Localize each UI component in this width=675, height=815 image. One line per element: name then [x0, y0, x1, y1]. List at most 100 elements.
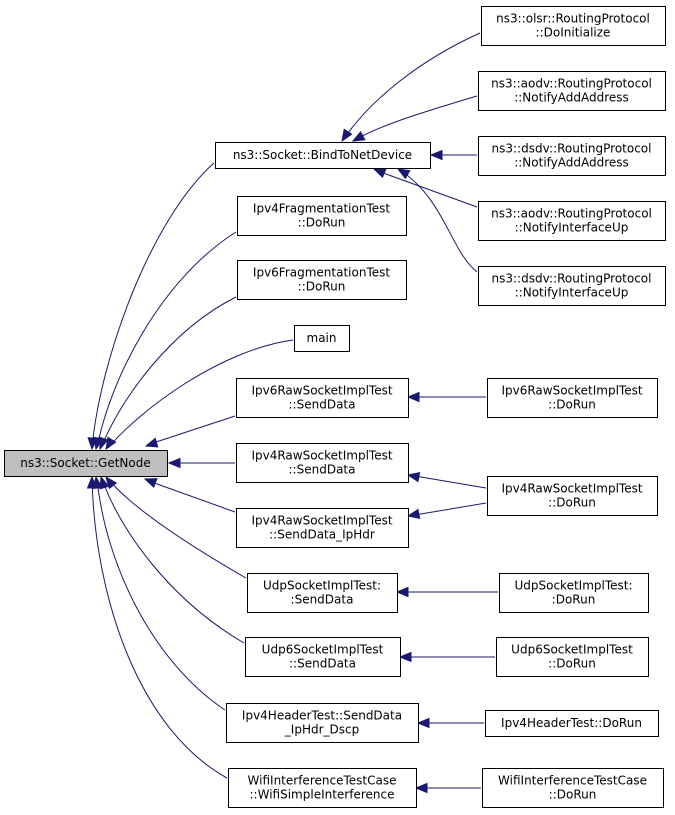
node-label: ::DoRun [549, 788, 597, 802]
node-label: ::SendData [289, 398, 356, 412]
node-ipv6raw_run[interactable]: Ipv6RawSocketImplTest::DoRun [487, 378, 658, 418]
edge-line [107, 339, 294, 449]
node-label: ::DoInitialize [536, 26, 611, 40]
edge-ipv6raw_send-to-getnode [144, 415, 236, 448]
edge-dsdv_addaddr-to-bind [429, 149, 477, 161]
edge-line [354, 95, 478, 141]
edge-dsdv_ifup-to-bind [396, 168, 478, 273]
node-label: Ipv6RawSocketImplTest [501, 384, 642, 398]
node-box [485, 710, 659, 737]
edge-udp_run-to-udp_send [395, 586, 498, 598]
node-label: ::SendData_IpHdr [269, 528, 375, 542]
edge-main-to-getnode [105, 339, 294, 451]
edge-olsr_init-to-bind [341, 32, 481, 143]
node-label: ::DoRun [548, 496, 596, 510]
node-ipv4hdr_run[interactable]: Ipv4HeaderTest::DoRun [485, 710, 659, 737]
node-box [499, 573, 649, 613]
node-label: ::NotifyAddAddress [514, 156, 629, 170]
node-label: ::NotifyAddAddress [514, 91, 629, 105]
node-bind[interactable]: ns3::Socket::BindToNetDevice [215, 142, 431, 169]
node-box [487, 476, 658, 516]
node-label: ::DoRun [298, 216, 346, 230]
node-main[interactable]: main [294, 325, 350, 352]
node-box [478, 201, 666, 241]
node-box [478, 71, 666, 111]
node-box [496, 637, 649, 677]
node-label: Ipv4RawSocketImplTest [501, 482, 642, 496]
node-label: ns3::olsr::RoutingProtocol [496, 12, 650, 26]
node-label: ns3::Socket::GetNode [20, 456, 151, 470]
edge-aodv_addaddr-to-bind [351, 95, 478, 142]
edge-line [408, 474, 487, 489]
node-ipv4hdr_send[interactable]: Ipv4HeaderTest::SendData_IpHdr_Dscp [226, 703, 419, 743]
node-wifi_simple[interactable]: WifiInterferenceTestCase::WifiSimpleInte… [228, 768, 417, 808]
node-label: ::WifiSimpleInterference [250, 788, 395, 802]
node-box [228, 768, 417, 808]
edge-aodv_ifup-to-bind [372, 168, 478, 208]
node-olsr_init[interactable]: ns3::olsr::RoutingProtocol::DoInitialize [481, 6, 666, 46]
node-box [237, 196, 407, 236]
edge-line [399, 169, 478, 273]
node-label: Ipv4HeaderTest::DoRun [501, 716, 642, 730]
arrowhead-icon [406, 508, 421, 520]
node-ipv4raw_sendhdr[interactable]: Ipv4RawSocketImplTest::SendData_IpHdr [236, 508, 409, 548]
node-ipv6raw_send[interactable]: Ipv6RawSocketImplTest::SendData [236, 378, 409, 418]
node-label: ::DoRun [548, 398, 596, 412]
node-box [236, 378, 409, 418]
arrowhead-icon [398, 651, 412, 663]
node-box [481, 6, 666, 46]
nodes-layer: ns3::Socket::GetNode ns3::Socket::BindToN… [4, 6, 666, 808]
edge-ipv4raw_run-to-ipv4raw_send [406, 471, 487, 489]
node-box [294, 325, 350, 352]
arrowhead-icon [167, 457, 181, 469]
node-label: Ipv6FragmentationTest [253, 266, 390, 280]
arrowhead-icon [429, 149, 443, 161]
node-udp_run[interactable]: UdpSocketImplTest::DoRun [499, 573, 649, 613]
node-udp6_send[interactable]: Udp6SocketImplTest::SendData [245, 637, 401, 677]
node-aodv_addaddr[interactable]: ns3::aodv::RoutingProtocol::NotifyAddAdd… [478, 71, 666, 111]
edge-line [91, 478, 228, 779]
arrowhead-icon [341, 128, 353, 143]
node-ipv4raw_send[interactable]: Ipv4RawSocketImplTest::SendData [236, 443, 409, 483]
edge-wifi_simple-to-getnode [86, 475, 228, 779]
arrowhead-icon [416, 717, 430, 729]
node-label: WifiInterferenceTestCase [498, 774, 647, 788]
node-ipv4raw_run[interactable]: Ipv4RawSocketImplTest::DoRun [487, 476, 658, 516]
node-box [215, 142, 431, 169]
node-ipv4frag[interactable]: Ipv4FragmentationTest::DoRun [237, 196, 407, 236]
edge-line [342, 32, 481, 141]
node-dsdv_addaddr[interactable]: ns3::dsdv::RoutingProtocol::NotifyAddAdd… [478, 136, 666, 176]
node-label: Udp6SocketImplTest [262, 643, 384, 657]
edge-line [408, 502, 487, 517]
edge-ipv6raw_run-to-ipv6raw_send [406, 391, 486, 403]
node-box [4, 450, 168, 477]
arrowhead-icon [396, 168, 411, 180]
node-udp_send[interactable]: UdpSocketImplTest::SendData [247, 573, 398, 613]
node-wifi_run[interactable]: WifiInterferenceTestCase::DoRun [482, 768, 664, 808]
node-label: main [307, 331, 337, 345]
node-label: :SendData [291, 593, 354, 607]
node-udp6_run[interactable]: Udp6SocketImplTest::DoRun [496, 637, 649, 677]
node-label: ns3::aodv::RoutingProtocol [491, 207, 652, 221]
node-box [226, 703, 419, 743]
node-label: Udp6SocketImplTest [511, 643, 633, 657]
node-label: ::NotifyInterfaceUp [515, 221, 629, 235]
arrowhead-icon [105, 436, 117, 451]
node-label: ns3::dsdv::RoutingProtocol [492, 142, 652, 156]
edge-line [145, 479, 236, 513]
arrowhead-icon [143, 478, 158, 488]
edge-line [100, 296, 237, 449]
node-box [478, 266, 666, 306]
node-box [237, 260, 407, 300]
node-getnode[interactable]: ns3::Socket::GetNode [4, 450, 168, 477]
node-box [236, 508, 409, 548]
node-dsdv_ifup[interactable]: ns3::dsdv::RoutingProtocol::NotifyInterf… [478, 266, 666, 306]
node-label: ::SendData [289, 657, 356, 671]
node-aodv_ifup[interactable]: ns3::aodv::RoutingProtocol::NotifyInterf… [478, 201, 666, 241]
node-label: ns3::aodv::RoutingProtocol [491, 77, 652, 91]
node-ipv6frag[interactable]: Ipv6FragmentationTest::DoRun [237, 260, 407, 300]
node-label: Ipv4RawSocketImplTest [251, 514, 392, 528]
node-box [236, 443, 409, 483]
node-label: :DoRun [552, 593, 596, 607]
